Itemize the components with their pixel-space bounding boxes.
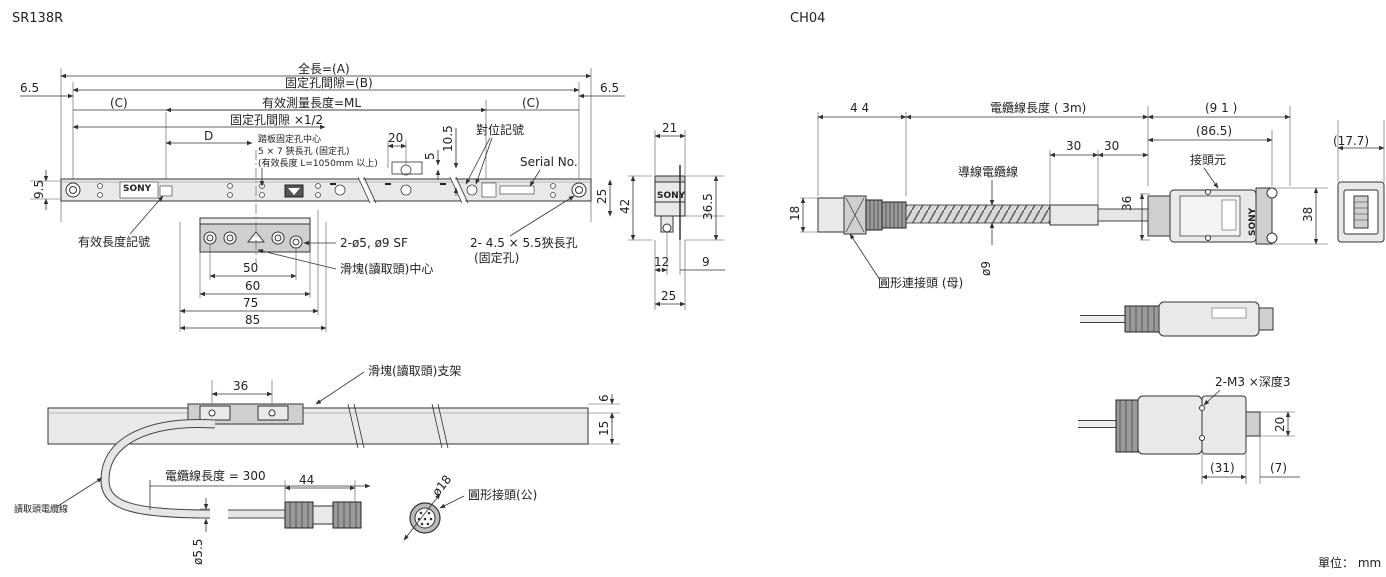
dim-75: 75: [243, 296, 258, 310]
dim-total-length: 全長=(A): [298, 61, 350, 76]
dim-50: 50: [243, 261, 258, 275]
ch04-dim-38: 38: [1301, 207, 1315, 222]
dim-9-5: 9.5: [32, 180, 46, 199]
note-base-hole-center: 踏板固定孔中心: [258, 133, 321, 145]
ch04-dim-18: 18: [788, 206, 802, 221]
unit-note: 單位： mm: [1318, 555, 1381, 570]
male-connector: [284, 501, 314, 529]
dim-hole-pitch: 固定孔間隙=(B): [285, 75, 373, 90]
ch04-dim-7: (7): [1270, 461, 1287, 475]
dim-60: 60: [245, 279, 260, 293]
dim-measuring-length: 有效測量長度=ML: [262, 95, 361, 110]
ch04-dim-30a: 30: [1066, 139, 1081, 153]
dim-d: D: [204, 129, 213, 143]
ch04-dim-44: 4 4: [850, 101, 869, 115]
ch04-dim-30b: 30: [1104, 139, 1119, 153]
label-cable-length-300: 電纜線長度 = 300: [165, 468, 266, 483]
scale-bottom-view: 36 滑塊(讀取頭)支架 6 15 電纜線長度 = 300 讀取頭電纜線 ø5.…: [14, 363, 620, 565]
scale-logo: SONY: [123, 184, 152, 194]
dim-5: 5: [423, 152, 437, 160]
dim-20: 20: [388, 131, 403, 145]
dim-15: 15: [597, 421, 611, 436]
label-head-cable: 讀取頭電纜線: [14, 503, 68, 515]
side-dim-25a: 25: [595, 189, 609, 204]
note-slot-fixing-hole: 5 × 7 狹長孔 (固定孔): [258, 145, 349, 157]
side-dim-12: 12: [654, 255, 669, 269]
title-ch04: CH04: [790, 11, 825, 26]
dim-half-pitch: 固定孔間隙 ×1/2: [230, 112, 323, 127]
label-slots-note: (固定孔): [474, 250, 519, 265]
note-effective-length: (有效長度 L=1050mm 以上): [258, 157, 378, 169]
side-dim-9: 9: [702, 255, 710, 269]
label-serial-no: Serial No.: [520, 155, 578, 169]
side-dim-21: 21: [662, 121, 677, 135]
ch04-label-conductor: 導線電纜線: [958, 164, 1018, 179]
side-dim-36-5: 36.5: [701, 193, 715, 220]
side-dim-42: 42: [618, 199, 632, 214]
ch04-dim-20: 20: [1273, 417, 1287, 432]
label-alignment-mark: 對位記號: [476, 122, 524, 137]
ch04-dim-31: (31): [1210, 461, 1235, 475]
dim-10-5: 10.5: [441, 125, 455, 152]
dim-overhang-right: 6.5: [600, 81, 619, 95]
scale-top-view: 全長=(A) 固定孔間隙=(B) 6.5 6.5 有效測量長度=ML (C) (…: [20, 61, 625, 332]
ch04-dim-17-7: (17.7): [1333, 134, 1369, 148]
dim-44-lower: 44: [299, 473, 314, 487]
ch04-logo: SONY: [1248, 207, 1258, 236]
ch04-label-screws: 2-M3 ×深度3: [1215, 374, 1290, 389]
ch04-dim-36: 36: [1120, 196, 1134, 211]
label-slider-center: 滑塊(讀取頭)中心: [340, 261, 433, 276]
label-effective-length-mark: 有效長度記號: [78, 234, 150, 249]
dim-c-right: (C): [522, 96, 540, 110]
label-slider-bracket: 滑塊(讀取頭)支架: [368, 363, 461, 378]
ch04-label-round-female: 圓形連接頭 (母): [878, 275, 963, 290]
title-sr138r: SR138R: [12, 11, 63, 26]
ch04-dim-91: (9 1 ): [1205, 101, 1237, 115]
label-slots: 2- 4.5 × 5.5狹長孔: [470, 236, 578, 250]
dim-overhang-left: 6.5: [20, 81, 39, 95]
dim-5-5: ø5.5: [191, 539, 205, 565]
ch04-dim-86-5: (86.5): [1196, 124, 1232, 138]
dim-6: 6: [597, 394, 611, 402]
ch04-cable-view: 4 4 電纜線長度 ( 3m) (9 1 ) (86.5) 30 30 SONY: [788, 100, 1385, 484]
scale-side-view: SONY 21 25 42 36.5 12 9 25: [595, 121, 725, 310]
ch04-cable-length: 電纜線長度 ( 3m): [990, 100, 1086, 115]
ch04-label-connector: 接頭元: [1190, 152, 1226, 167]
ch04-round-connector: [817, 197, 845, 233]
label-round-connector-male: 圓形接頭(公): [468, 487, 537, 502]
dim-dia-18: ø18: [429, 472, 454, 498]
dim-36: 36: [233, 379, 248, 393]
svg-text:SONY: SONY: [657, 191, 686, 201]
side-dim-25b: 25: [661, 289, 676, 303]
dim-c-left: (C): [110, 96, 128, 110]
dim-85: 85: [245, 313, 260, 327]
label-holes: 2-ø5, ø9 SF: [340, 236, 408, 250]
ch04-dsub-connector: [1147, 195, 1171, 237]
ch04-dim-9: ø9: [979, 261, 993, 276]
